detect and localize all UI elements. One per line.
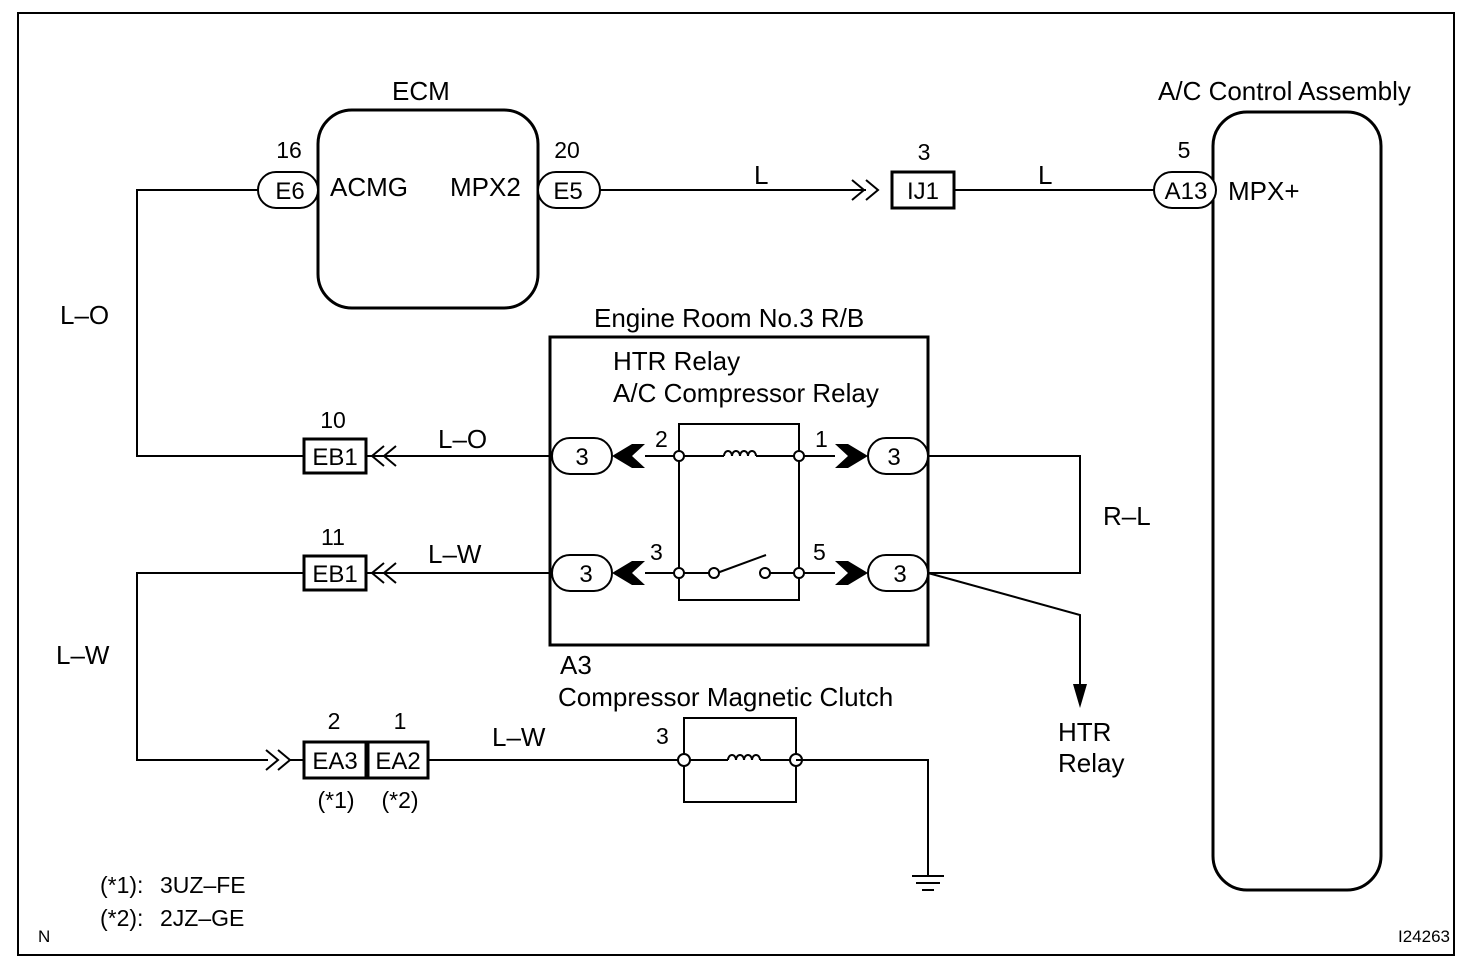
clutch-connector-label: A3 [560, 650, 592, 680]
relay-pin-3: 3 [650, 539, 663, 565]
chevron-right-icon [851, 179, 880, 201]
ac-control-label: A/C Control Assembly [1158, 76, 1411, 106]
corner-code: N [38, 927, 50, 946]
clutch-pin: 3 [656, 723, 669, 749]
coil-icon [727, 754, 761, 761]
connector-ea2-pin: 1 [394, 708, 407, 734]
relay-block-label: Engine Room No.3 R/B [594, 303, 864, 333]
wire-rl-loop-color: R–L [1103, 501, 1151, 531]
rb-terminal-lower-right-code: 3 [893, 561, 906, 588]
note-2-value: 2JZ–GE [160, 905, 244, 931]
coil-icon [723, 450, 757, 457]
figure-id: I24263 [1398, 927, 1450, 946]
connector-ij1-code: IJ1 [907, 178, 939, 205]
rb-terminal-upper-right-code: 3 [887, 444, 900, 471]
ecm-box [316, 108, 540, 310]
wire-e6-eb1-top [136, 189, 304, 457]
connector-ea3-code: EA3 [312, 748, 357, 775]
connector-e5-pin: 20 [554, 137, 580, 163]
rb-terminal-upper-left-code: 3 [575, 444, 588, 471]
relay-node [759, 567, 771, 579]
note-1-value: 3UZ–FE [160, 872, 246, 898]
clutch-label: Compressor Magnetic Clutch [558, 682, 893, 712]
arrow-down-icon [1073, 684, 1087, 708]
relay-body [678, 423, 800, 601]
clutch-node [677, 753, 691, 767]
wire-rl-loop [928, 455, 1081, 574]
wire-e5-ij1-color: L [754, 160, 768, 190]
chevron-right-icon [265, 749, 292, 771]
connector-ea2 [366, 740, 430, 780]
ac-control-box [1211, 110, 1383, 892]
connector-eb1-top [302, 437, 368, 475]
note-2-key: (*2): [100, 905, 143, 931]
wire-eb1-top-relay-color: L–O [438, 424, 487, 454]
relay-node [793, 567, 805, 579]
connector-ea3-note: (*1) [317, 787, 354, 813]
connector-eb1-top-pin: 10 [320, 407, 346, 433]
relay-pin-1: 1 [815, 426, 828, 452]
htr-relay-label: HTR Relay [613, 346, 740, 376]
wire-to-htr-relay [927, 572, 1081, 686]
connector-ea3-pin: 2 [328, 708, 341, 734]
connector-eb1-bottom-code: EB1 [312, 561, 357, 588]
ecm-mpx2-terminal: MPX2 [450, 172, 521, 202]
connector-a13-code: A13 [1165, 178, 1208, 205]
rb-terminal-lower-left-code: 3 [579, 561, 592, 588]
connector-ea3 [302, 740, 368, 780]
relay-block-box [548, 335, 930, 647]
connector-a13 [1153, 171, 1217, 209]
relay-node [673, 450, 685, 462]
ecm-acmg-terminal: ACMG [330, 172, 408, 202]
wire-ij1-a13-color: L [1038, 160, 1052, 190]
diagram-frame [17, 12, 1455, 956]
connector-e5-code: E5 [553, 178, 582, 205]
chevron-filled-right-icon [835, 444, 868, 468]
relay-pin-5: 5 [813, 539, 826, 565]
relay-node [708, 567, 720, 579]
htr-relay-dest-line2: Relay [1058, 748, 1124, 778]
connector-e6-code: E6 [275, 178, 304, 205]
relay-node [793, 450, 805, 462]
connector-eb1-top-code: EB1 [312, 444, 357, 471]
switch-contact-icon [716, 554, 767, 574]
wire-eb1-bottom-relay-color: L–W [428, 539, 482, 569]
wire-ea2-clutch-color: L–W [492, 722, 546, 752]
relay-pin-2: 2 [655, 426, 668, 452]
ac-compressor-relay-label: A/C Compressor Relay [613, 378, 879, 408]
connector-eb1-bottom [302, 554, 368, 592]
relay-node [673, 567, 685, 579]
connector-ea2-note: (*2) [381, 787, 418, 813]
htr-relay-dest-line1: HTR [1058, 717, 1111, 747]
ground-icon [912, 875, 944, 891]
connector-a13-pin: 5 [1178, 137, 1191, 163]
wire-clutch-ground [796, 759, 929, 876]
chevron-filled-right-icon [835, 561, 868, 585]
ac-mpx-terminal: MPX+ [1228, 176, 1300, 206]
note-1-key: (*1): [100, 872, 143, 898]
wire-eb1-bottom-ea3 [136, 572, 304, 761]
connector-e6-pin: 16 [276, 137, 302, 163]
chevron-filled-left-icon [612, 561, 645, 585]
wire-left-top-color: L–O [60, 300, 109, 330]
connector-eb1-bottom-pin: 11 [321, 524, 345, 550]
chevron-filled-left-icon [612, 444, 645, 468]
connector-ij1-pin: 3 [918, 139, 931, 165]
ecm-label: ECM [392, 76, 450, 106]
connector-ea2-code: EA2 [375, 748, 420, 775]
wire-left-bottom-color: L–W [56, 640, 110, 670]
